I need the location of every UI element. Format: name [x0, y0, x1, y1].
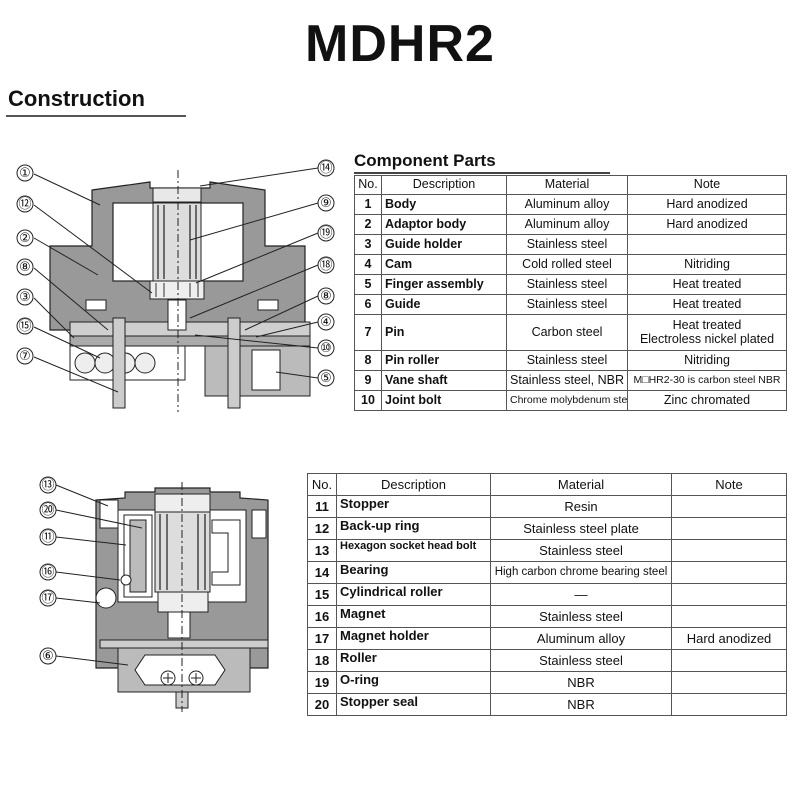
table-row: 14 Bearing High carbon chrome bearing st…: [307, 561, 787, 584]
callout-20: ⑳: [41, 502, 54, 517]
table-row: 9 Vane shaft Stainless steel, NBR M□HR2-…: [354, 370, 787, 391]
component-parts-heading: Component Parts: [354, 151, 496, 170]
component-parts-table-top: No. Description Material Note 1 Body Alu…: [354, 175, 787, 411]
callout-5: ⑤: [320, 370, 332, 385]
col-header-material: Material: [490, 473, 672, 496]
col-header-description: Description: [336, 473, 491, 496]
table-row: 11 Stopper Resin: [307, 495, 787, 518]
table-row: 5 Finger assembly Stainless steel Heat t…: [354, 274, 787, 295]
table-row: 10 Joint bolt Chrome molybdenum steel Zi…: [354, 390, 787, 411]
callout-7: ⑦: [19, 348, 31, 363]
callout-12: ⑫: [18, 196, 31, 211]
construction-diagram-bottom: ⑬ ⑳ ⑪ ⑯ ⑰ ⑥: [39, 476, 269, 712]
callout-1: ①: [19, 165, 31, 180]
table-row: 20 Stopper seal NBR: [307, 693, 787, 716]
table-row: 13 Hexagon socket head bolt Stainless st…: [307, 539, 787, 562]
table-row: 6 Guide Stainless steel Heat treated: [354, 294, 787, 315]
table-row: 17 Magnet holder Aluminum alloy Hard ano…: [307, 627, 787, 650]
page-title: MDHR2: [305, 15, 495, 73]
section-title: Construction: [8, 86, 145, 111]
table-row: 16 Magnet Stainless steel: [307, 605, 787, 628]
callout-10: ⑩: [320, 340, 332, 355]
callout-2: ②: [19, 230, 31, 245]
construction-diagram-top: ① ⑭ ⑫ ⑨ ② ⑲ ⑧ ⑱ ③ ⑧ ④ ⑮ ⑩ ⑦ ⑤: [16, 159, 335, 412]
callout-3: ③: [19, 289, 31, 304]
callout-14: ⑭: [319, 160, 332, 175]
callout-17: ⑰: [41, 590, 54, 605]
callout-4: ④: [320, 314, 332, 329]
callout-18: ⑱: [319, 257, 332, 272]
table-row: 1 Body Aluminum alloy Hard anodized: [354, 194, 787, 215]
callout-19: ⑲: [319, 225, 332, 240]
col-header-description: Description: [381, 175, 507, 195]
table-row: 19 O-ring NBR: [307, 671, 787, 694]
callout-8-left: ⑧: [19, 259, 31, 274]
callout-11: ⑪: [41, 529, 54, 544]
component-parts-underline: [354, 172, 610, 174]
table-row: 8 Pin roller Stainless steel Nitriding: [354, 350, 787, 371]
col-header-no: No.: [354, 175, 382, 195]
component-parts-table-bottom: No. Description Material Note 11 Stopper…: [307, 473, 787, 716]
table-row: 4 Cam Cold rolled steel Nitriding: [354, 254, 787, 275]
note-cell: Heat treated Electroless nickel plated: [627, 314, 787, 351]
callout-9: ⑨: [320, 195, 332, 210]
col-header-no: No.: [307, 473, 337, 496]
section-underline: [6, 115, 186, 117]
col-header-material: Material: [506, 175, 628, 195]
callout-13: ⑬: [41, 477, 54, 492]
table-row: 15 Cylindrical roller —: [307, 583, 787, 606]
callout-16: ⑯: [41, 564, 54, 579]
table-row: 2 Adaptor body Aluminum alloy Hard anodi…: [354, 214, 787, 235]
table-row: 3 Guide holder Stainless steel: [354, 234, 787, 255]
table-row: 18 Roller Stainless steel: [307, 649, 787, 672]
callout-15: ⑮: [18, 318, 31, 333]
table-row: 12 Back-up ring Stainless steel plate: [307, 517, 787, 540]
callout-8-right: ⑧: [320, 288, 332, 303]
col-header-note: Note: [627, 175, 787, 195]
callout-6: ⑥: [42, 648, 54, 663]
table-row: 7 Pin Carbon steel Heat treated Electrol…: [354, 314, 787, 351]
col-header-note: Note: [671, 473, 787, 496]
